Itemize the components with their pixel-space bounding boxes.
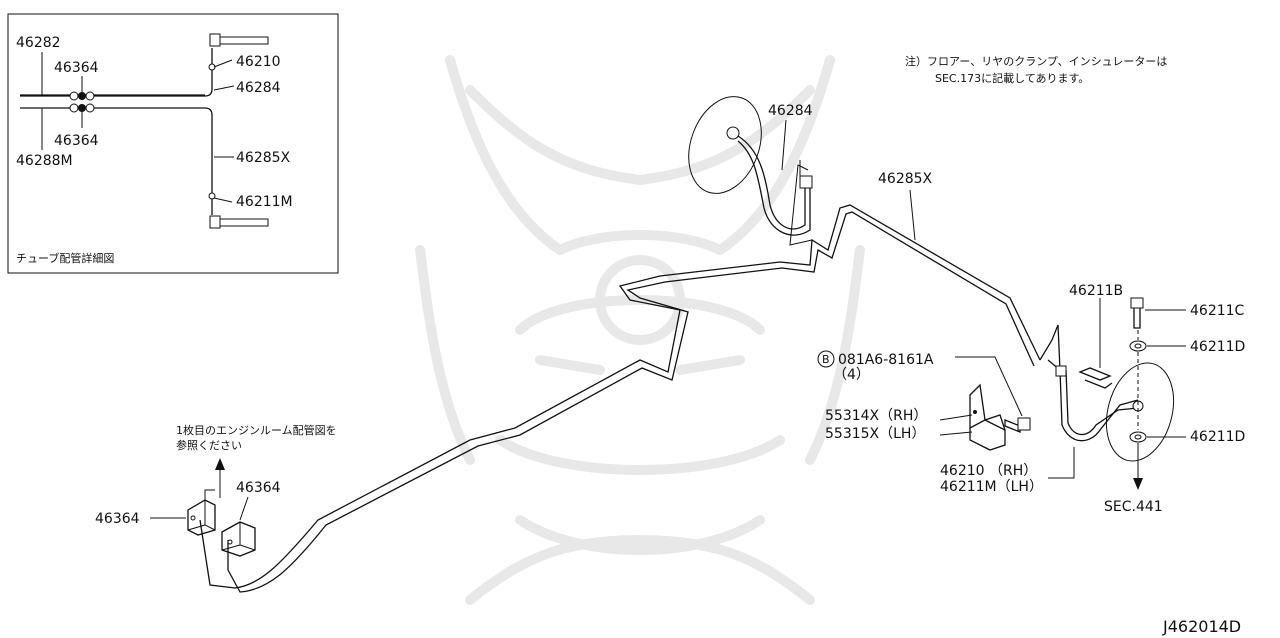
- bracket-55314X: 55314X（RH） 55315X（LH） 46210 （RH） 46211M（…: [825, 383, 1043, 495]
- inset-label-46210: 46210: [236, 54, 281, 70]
- inset-label-46364-top: 46364: [54, 60, 99, 76]
- label-46210-rh: 46210 （RH）: [940, 463, 1037, 479]
- label-bolt-code: 081A6-8161A: [838, 352, 934, 368]
- label-46211B: 46211B: [1069, 283, 1123, 299]
- label-bolt-qty: （4）: [833, 367, 870, 383]
- inset-label-46288M: 46288M: [16, 153, 73, 169]
- inset-label-46211M: 46211M: [236, 194, 293, 210]
- label-46285X: 46285X: [878, 171, 933, 187]
- label-46211D-bottom: 46211D: [1190, 429, 1245, 445]
- inset-label-46284: 46284: [236, 80, 281, 96]
- arrow-down-icon: [1133, 478, 1143, 490]
- note-line-1: 注）フロアー、リヤのクランプ、インシュレーターは: [905, 54, 1167, 68]
- hose-46284: 46284: [688, 96, 813, 246]
- inset-caption: チューブ配管詳細図: [16, 251, 114, 265]
- label-sec441: SEC.441: [1104, 499, 1163, 515]
- inset-label-46282: 46282: [16, 35, 61, 51]
- label-46211M-lh: 46211M（LH）: [940, 479, 1043, 495]
- bolt-081A6-8161A: B 081A6-8161A （4）: [817, 350, 1031, 433]
- label-55314X: 55314X（RH）: [825, 408, 927, 424]
- label-55315X: 55315X（LH）: [825, 426, 925, 442]
- front-clips-46364: 46364 46364: [95, 458, 281, 557]
- brake-tube-main: [199, 204, 1041, 593]
- note-line-2: SEC.173に記載してあります。: [935, 71, 1089, 85]
- inset-label-46285X: 46285X: [236, 150, 291, 166]
- engine-note-line-1: 1枚目のエンジンルーム配管図を: [176, 423, 337, 437]
- bolt-marker-letter: B: [822, 353, 830, 366]
- tube-detail-inset: 46282 46364 46364 46288M 46210 46284 462…: [7, 13, 339, 274]
- arrow-up-icon: [215, 458, 225, 470]
- label-46211D-top: 46211D: [1190, 339, 1245, 355]
- inset-label-46364-bottom: 46364: [54, 133, 99, 149]
- bolt-b-marker-icon: [817, 350, 835, 368]
- engine-note-line-2: 参照ください: [176, 438, 242, 452]
- label-46364-right: 46364: [236, 480, 281, 496]
- label-46364-left: 46364: [95, 511, 140, 527]
- label-46211C: 46211C: [1190, 303, 1245, 319]
- rear-hose-assembly: 46211B 46211C 46211D 46211D SEC.441: [1039, 283, 1245, 515]
- watermark-helmet: [415, 55, 865, 605]
- diagram-id: J462014D: [1162, 617, 1241, 636]
- label-46284: 46284: [768, 103, 813, 119]
